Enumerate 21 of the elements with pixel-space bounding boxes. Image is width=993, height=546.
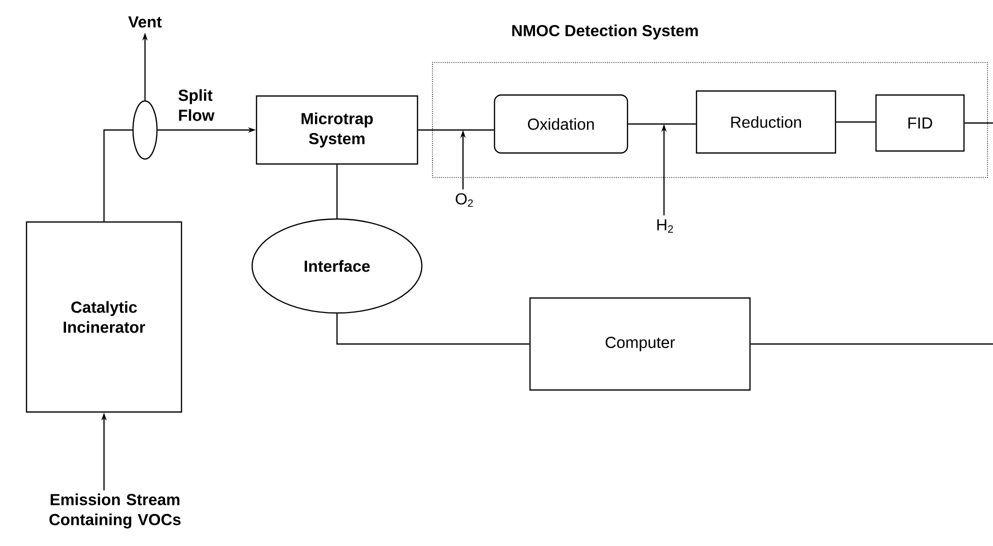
computer-box: Computer: [529, 297, 751, 391]
edge-label: Split Flow: [178, 89, 214, 121]
flow-line: [418, 129, 494, 131]
process-box: Oxidation: [494, 94, 628, 154]
process-box: Reduction: [696, 90, 836, 154]
flow-line: [103, 129, 132, 222]
process-box: FID: [875, 94, 965, 152]
process-box: Catalytic Incinerator: [26, 221, 182, 413]
gas-inlet-label: O$_{2}$: [456, 193, 473, 207]
flow-line: [750, 343, 993, 345]
flow-line: [964, 122, 993, 124]
flow-line: [336, 314, 530, 345]
node-label: NMOC Detection System: [512, 24, 698, 40]
splitter-valve: [132, 100, 158, 160]
flow-line: [628, 123, 696, 125]
source-label: Emission Stream Containing VOCs: [49, 494, 181, 528]
process-box: Microtrap System: [256, 95, 418, 165]
gas-inlet-label: H$_{2}$: [657, 219, 673, 233]
flow-line: [836, 121, 876, 123]
outlet-label: Vent: [128, 16, 162, 28]
flow-line: [336, 164, 338, 218]
